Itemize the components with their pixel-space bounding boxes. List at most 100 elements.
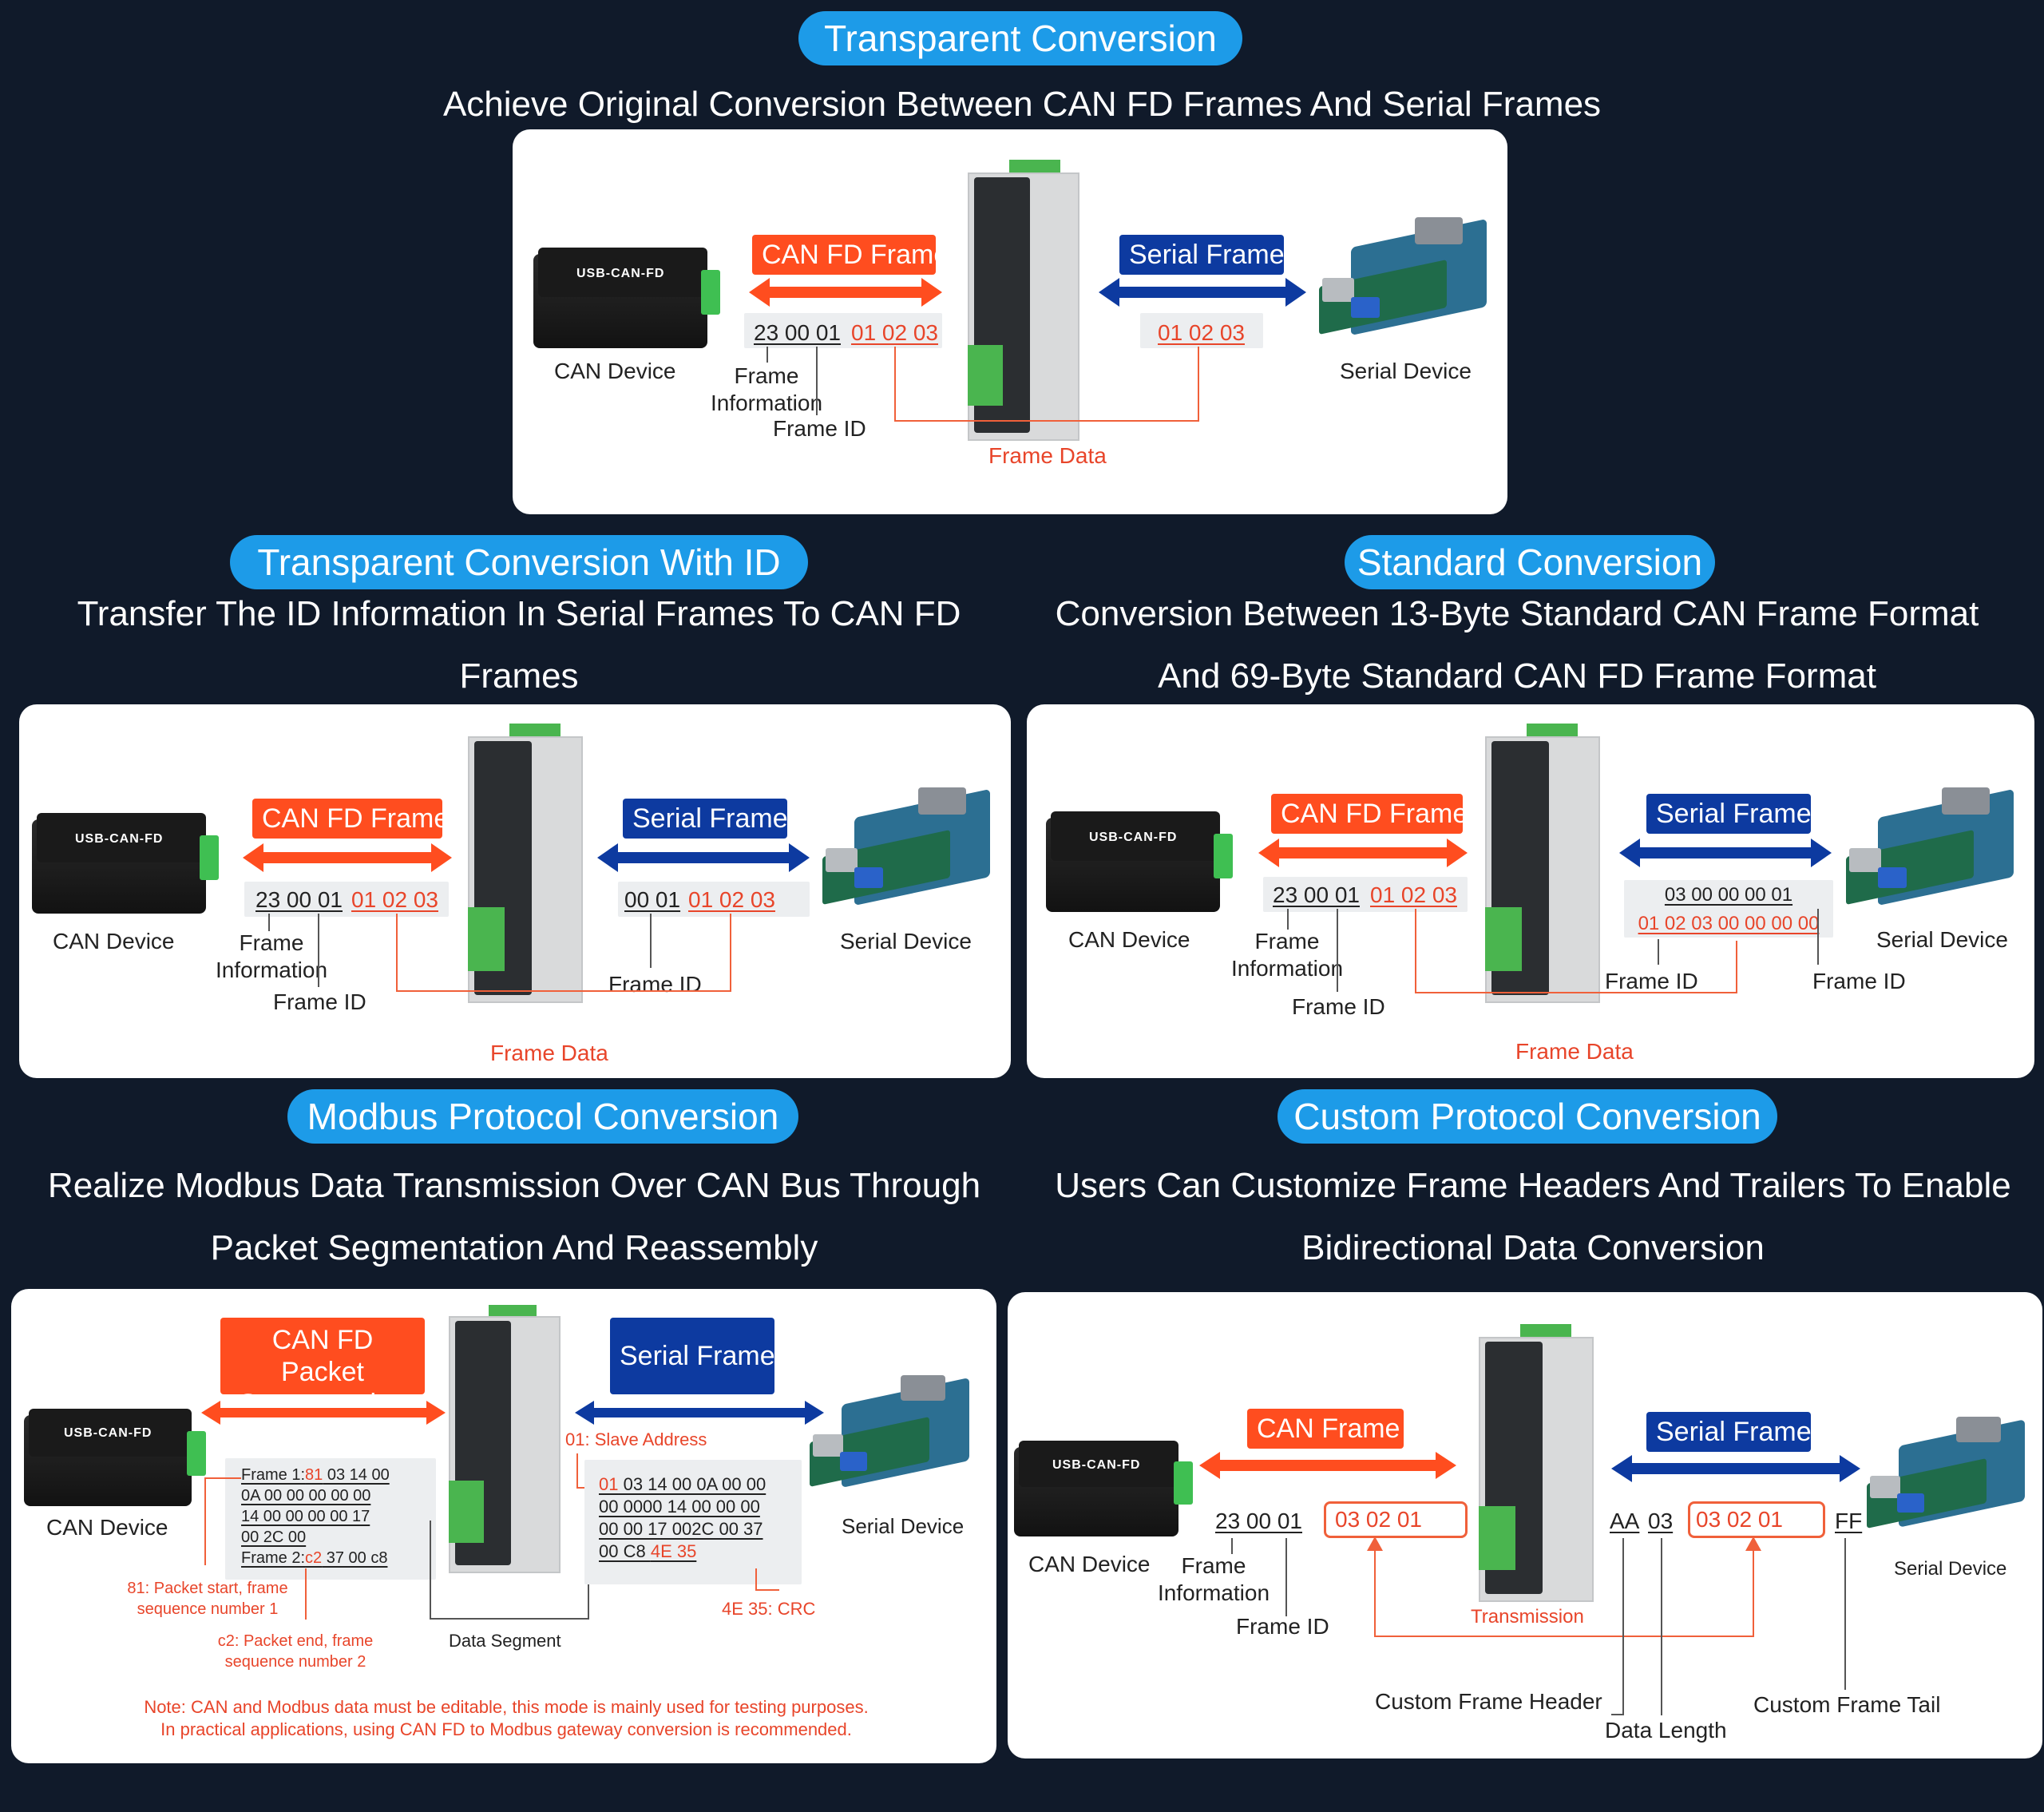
serial-row2: 00 0000 14 00 00 00: [599, 1497, 760, 1517]
serial-line2: 01 02 03 00 00 00 00: [1638, 913, 1820, 934]
serial-bytes-red: 01 02 03: [1158, 320, 1245, 345]
serial-bytes-red: 03 02 01: [1696, 1507, 1783, 1532]
section-pill-modbus: Modbus Protocol Conversion: [287, 1089, 798, 1144]
can-fd-frame-tag: CAN FD Frame: [252, 799, 449, 839]
slave-address-label: 01: Slave Address: [565, 1429, 707, 1449]
can-fd-converter-icon: [968, 160, 1079, 441]
serial-frame-tag: Serial Frame: [623, 799, 788, 839]
serial-bytes-box: [618, 882, 810, 917]
serial-device-label: Serial Device: [1340, 359, 1472, 383]
serial-device-icon: [810, 1361, 985, 1497]
usb-can-fd-device-icon: USB-CAN-FD: [1046, 811, 1238, 914]
serial-frame-tag: Serial Frame: [1646, 1412, 1812, 1452]
can-bytes-red: 01 02 03: [351, 887, 438, 912]
can-fd-frame-tag: CAN FD Frame: [1271, 794, 1468, 834]
serial-frame-id-left-label: Frame ID: [1605, 969, 1698, 993]
section-subtitle-standard: Conversion Between 13-Byte Standard CAN …: [1055, 594, 1979, 696]
can-row4: 00 2C 00: [241, 1529, 307, 1546]
can-bytes-red: 03 02 01: [1335, 1507, 1422, 1532]
usb-can-fd-device-icon: USB-CAN-FD: [32, 813, 224, 915]
data-segment-label: Data Segment: [449, 1631, 561, 1651]
section-subtitle-with-id: Transfer The ID Information In Serial Fr…: [77, 594, 961, 696]
can-bytes-plain: 23 00 01: [1215, 1509, 1302, 1533]
crc-label: 4E 35: CRC: [722, 1599, 816, 1619]
can-bytes-red: 01 02 03: [1370, 882, 1457, 907]
panel-transparent: USB-CAN-FD CAN Device CAN FD Frame 23 00…: [513, 129, 1507, 514]
can-bidirectional-arrow-icon: [201, 1401, 446, 1425]
serial-frame-id-right-label: Frame ID: [1812, 969, 1906, 993]
serial-device-label: Serial Device: [1894, 1558, 2007, 1580]
modbus-note: Note: CAN and Modbus data must be editab…: [144, 1697, 869, 1739]
frame-data-label: Frame Data: [1515, 1039, 1634, 1064]
serial-device-icon: [1319, 201, 1503, 345]
section-pill-standard: Standard Conversion: [1345, 535, 1715, 589]
custom-header-label: Custom Frame Header: [1375, 1689, 1602, 1714]
frame-id-label: Frame ID: [1236, 1614, 1329, 1639]
can-data-box: [1324, 1501, 1468, 1538]
frame-data-label: Frame Data: [490, 1041, 608, 1065]
can-fd-converter-icon: [1479, 1324, 1594, 1602]
can-bytes-red: 01 02 03: [851, 320, 938, 345]
can-device-label: CAN Device: [1068, 927, 1190, 952]
frame-information-label: Frame Information: [1230, 929, 1344, 981]
note-c2: c2: Packet end, frame sequence number 2: [217, 1632, 374, 1671]
section-subtitle-transparent: Achieve Original Conversion Between CAN …: [442, 85, 1602, 124]
section-pill-with-id: Transparent Conversion With ID: [230, 535, 808, 589]
can-frame1-row: Frame 1:81 03 14 00: [241, 1466, 390, 1484]
can-bytes-box: [1263, 877, 1468, 912]
serial-frame-tag: Serial Frame: [610, 1318, 775, 1394]
can-data-box: [225, 1458, 436, 1580]
panel-modbus: USB-CAN-FD CAN Device CAN FD Packet Segm…: [11, 1289, 996, 1763]
can-device-label: CAN Device: [554, 359, 676, 383]
frame-data-label: Frame Data: [988, 443, 1107, 468]
can-bidirectional-arrow-icon: [1199, 1452, 1456, 1479]
can-bidirectional-arrow-icon: [243, 843, 452, 872]
transmission-arrow-right-icon: [1745, 1536, 1761, 1551]
serial-bidirectional-arrow-icon: [597, 843, 810, 872]
serial-length: 03: [1648, 1509, 1674, 1533]
frame-id-label: Frame ID: [273, 989, 366, 1014]
serial-device-label: Serial Device: [842, 1514, 965, 1538]
section-pill-custom: Custom Protocol Conversion: [1278, 1089, 1777, 1144]
serial-row4: 00 C8 4E 35: [599, 1541, 697, 1561]
serial-frame-id-label: Frame ID: [608, 972, 702, 997]
serial-data-box: [1688, 1501, 1825, 1538]
frame-information-label: Frame Information: [710, 363, 823, 415]
serial-bidirectional-arrow-icon: [1619, 839, 1832, 867]
can-device-label: CAN Device: [1028, 1552, 1151, 1576]
panel-with-id: USB-CAN-FD CAN Device CAN FD Frame 23 00…: [19, 704, 1011, 1078]
panel-standard: USB-CAN-FD CAN Device CAN FD Frame 23 00…: [1027, 704, 2034, 1078]
serial-device-icon: [1867, 1404, 2039, 1538]
serial-bytes-red: 01 02 03: [688, 887, 775, 912]
serial-row1: 01 03 14 00 0A 00 00: [599, 1474, 766, 1494]
serial-bidirectional-arrow-icon: [1099, 278, 1306, 307]
serial-data-box: [584, 1460, 802, 1584]
can-fd-converter-icon: [1485, 724, 1600, 1003]
frame-information-label: Frame Information: [215, 930, 328, 982]
transmission-label: Transmission: [1471, 1606, 1584, 1628]
serial-bidirectional-arrow-icon: [575, 1401, 824, 1425]
can-bytes-box: [744, 313, 942, 348]
serial-frame-tag: Serial Frame: [1646, 794, 1812, 834]
transmission-arrow-left-icon: [1367, 1536, 1383, 1551]
note-81: 81: Packet start, frame sequence number …: [127, 1580, 288, 1618]
can-device-label: CAN Device: [46, 1515, 168, 1540]
serial-device-label: Serial Device: [1876, 927, 2008, 952]
can-bytes-box: [244, 882, 449, 917]
data-length-label: Data Length: [1605, 1718, 1727, 1743]
serial-device-icon: [822, 771, 1006, 915]
serial-tail: FF: [1835, 1509, 1863, 1533]
usb-can-fd-device-icon: USB-CAN-FD: [533, 248, 725, 350]
serial-line1: 03 00 00 00 01: [1664, 884, 1793, 906]
can-frame2-row: Frame 2:c2 37 00 c8: [241, 1549, 388, 1567]
frame-information-label: Frame Information: [1157, 1553, 1270, 1605]
can-bytes-plain: 23 00 01: [256, 887, 343, 912]
serial-bytes-box: [1140, 313, 1263, 348]
usb-can-fd-device-icon: USB-CAN-FD: [24, 1409, 216, 1511]
can-bidirectional-arrow-icon: [1258, 839, 1468, 867]
can-row2: 0A 00 00 00 00 00: [241, 1487, 371, 1505]
can-fd-packet-segmentation-tag: CAN FD Packet Segmentation: [220, 1318, 425, 1419]
can-bytes-plain: 23 00 01: [1273, 882, 1360, 907]
can-fd-converter-icon: [468, 724, 583, 1003]
serial-row3: 00 00 17 002C 00 37: [599, 1519, 763, 1539]
